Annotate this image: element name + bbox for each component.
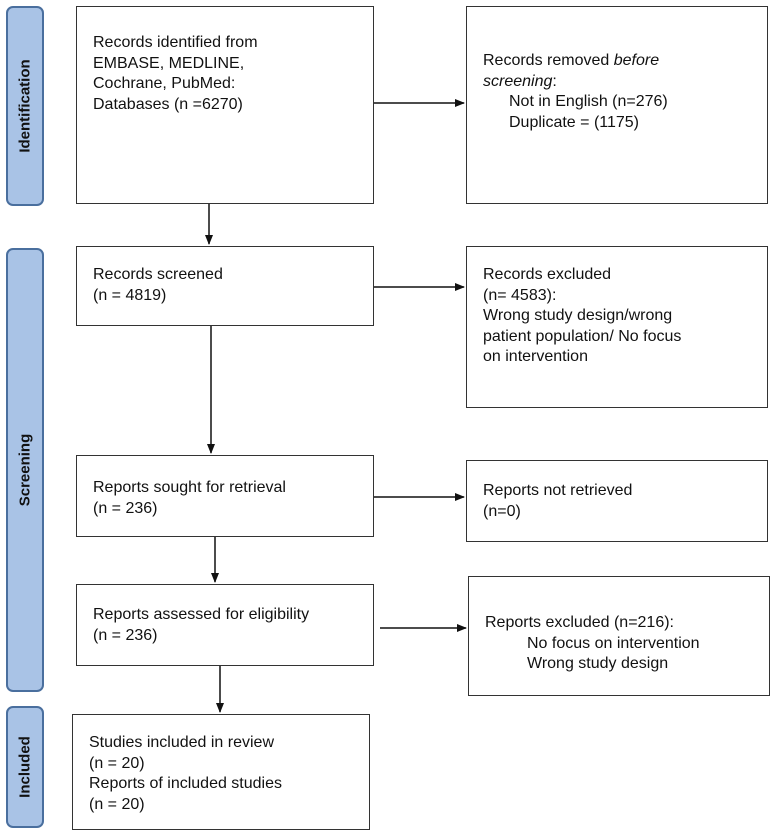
reports-assessed-line1: Reports assessed for eligibility (93, 606, 310, 623)
reports-assessed-box: Reports assessed for eligibility (n = 23… (76, 584, 374, 666)
studies-included-line1: Studies included in review (89, 734, 274, 751)
reports-excluded-item1: No focus on intervention (527, 634, 700, 652)
records-identified-line1: Records identified from (93, 34, 258, 51)
studies-included-box: Studies included in review (n = 20) Repo… (72, 714, 370, 830)
records-screened-box: Records screened (n = 4819) (76, 246, 374, 326)
phase-included: Included (6, 706, 44, 828)
records-removed-prefix: Records removed (483, 52, 614, 69)
records-identified-line2: EMBASE, MEDLINE, (93, 54, 245, 72)
reports-not-retrieved-box: Reports not retrieved (n=0) (466, 460, 768, 542)
records-removed-line2: screening: (483, 72, 759, 93)
phase-included-label: Included (16, 736, 34, 798)
records-removed-item2: Duplicate = (1175) (509, 113, 639, 131)
reports-excluded-line1: Reports excluded (n=216): (485, 614, 674, 631)
reports-not-retrieved-line2: (n=0) (483, 502, 521, 520)
reports-not-retrieved-line1: Reports not retrieved (483, 482, 633, 499)
studies-included-line3: Reports of included studies (89, 775, 282, 792)
records-identified-line3: Cochrane, PubMed: (93, 75, 236, 92)
records-removed-box: Records removed before screening: Not in… (466, 6, 768, 204)
reports-sought-line1: Reports sought for retrieval (93, 479, 286, 496)
records-screened-line1: Records screened (93, 266, 223, 283)
studies-included-line2: (n = 20) (89, 754, 145, 772)
phase-identification: Identification (6, 6, 44, 206)
phase-screening: Screening (6, 248, 44, 692)
phase-identification-label: Identification (16, 59, 34, 153)
records-excluded-box: Records excluded (n= 4583): Wrong study … (466, 246, 768, 408)
records-screened-line2: (n = 4819) (93, 286, 167, 304)
records-removed-item1: Not in English (n=276) (509, 93, 668, 110)
reports-assessed-line2: (n = 236) (93, 626, 158, 644)
studies-included-line4: (n = 20) (89, 795, 145, 813)
reports-sought-box: Reports sought for retrieval (n = 236) (76, 455, 374, 537)
records-excluded-line5: on intervention (483, 348, 588, 365)
reports-excluded-item2: Wrong study design (527, 655, 669, 672)
records-excluded-line2: (n= 4583): (483, 286, 557, 304)
records-removed-before: before (613, 52, 660, 69)
phase-screening-label: Screening (16, 433, 34, 507)
records-excluded-line3: Wrong study design/wrong (483, 307, 673, 324)
reports-excluded-box: Reports excluded (n=216): No focus on in… (468, 576, 770, 696)
records-identified-box: Records identified from EMBASE, MEDLINE,… (76, 6, 374, 204)
records-excluded-line1: Records excluded (483, 266, 612, 283)
records-identified-line4: Databases (n =6270) (93, 95, 243, 113)
records-excluded-line4: patient population/ No focus (483, 327, 682, 345)
records-removed-colon: : (552, 72, 557, 90)
records-removed-screening: screening (483, 72, 553, 90)
reports-sought-line2: (n = 236) (93, 499, 158, 517)
records-removed-line1: Records removed before (483, 51, 759, 72)
